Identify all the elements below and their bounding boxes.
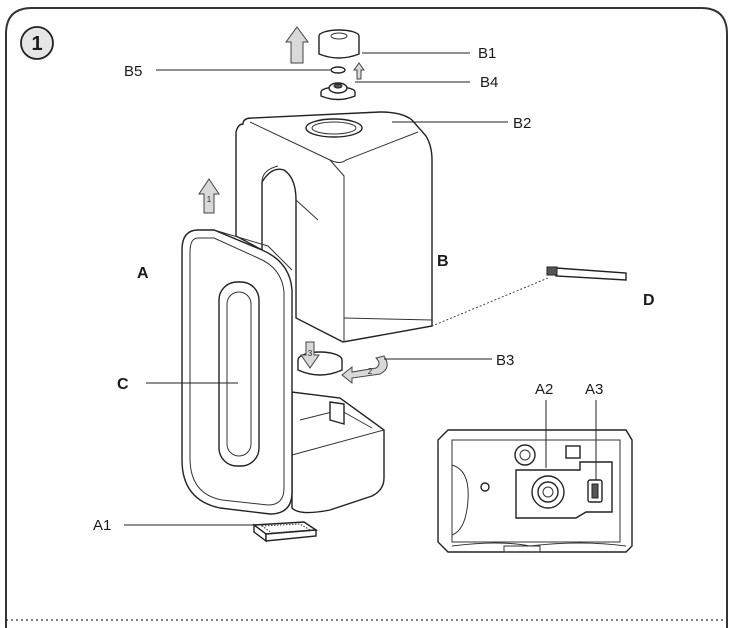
arrow-number-1: 1 <box>207 195 212 204</box>
underside-view <box>437 429 633 553</box>
up-arrow-large-icon <box>285 26 309 64</box>
label-a1: A1 <box>93 517 111 534</box>
tank-b <box>235 111 433 343</box>
step-number: 1 <box>31 33 42 55</box>
label-a: A <box>137 265 149 282</box>
rotate-arrow-icon: 2 <box>341 355 388 385</box>
arrow-number-3: 3 <box>308 349 313 358</box>
step-badge: 1 <box>20 26 54 60</box>
label-a3: A3 <box>585 381 603 398</box>
label-b5: B5 <box>124 63 142 80</box>
cap-b1 <box>318 29 360 59</box>
panel-border <box>5 7 728 628</box>
cleaning-brush-d <box>546 266 627 281</box>
base-unit <box>291 391 385 514</box>
filter-tray-a1 <box>252 521 319 543</box>
label-c: C <box>117 376 129 393</box>
up-arrow-a-icon: 1 <box>198 178 220 214</box>
brush-leader-line <box>431 277 549 327</box>
label-b1: B1 <box>478 45 496 62</box>
up-arrow-small-icon <box>353 62 365 80</box>
ring-b5 <box>330 66 346 74</box>
label-b3: B3 <box>496 352 514 369</box>
valve-b4 <box>320 82 356 101</box>
front-panel-a <box>181 229 293 515</box>
label-b2: B2 <box>513 115 531 132</box>
label-a2: A2 <box>535 381 553 398</box>
label-b4: B4 <box>480 74 498 91</box>
label-d: D <box>643 292 655 309</box>
label-b: B <box>437 253 449 270</box>
arrow-number-2: 2 <box>368 367 373 376</box>
ring-b3: 3 <box>297 341 343 376</box>
